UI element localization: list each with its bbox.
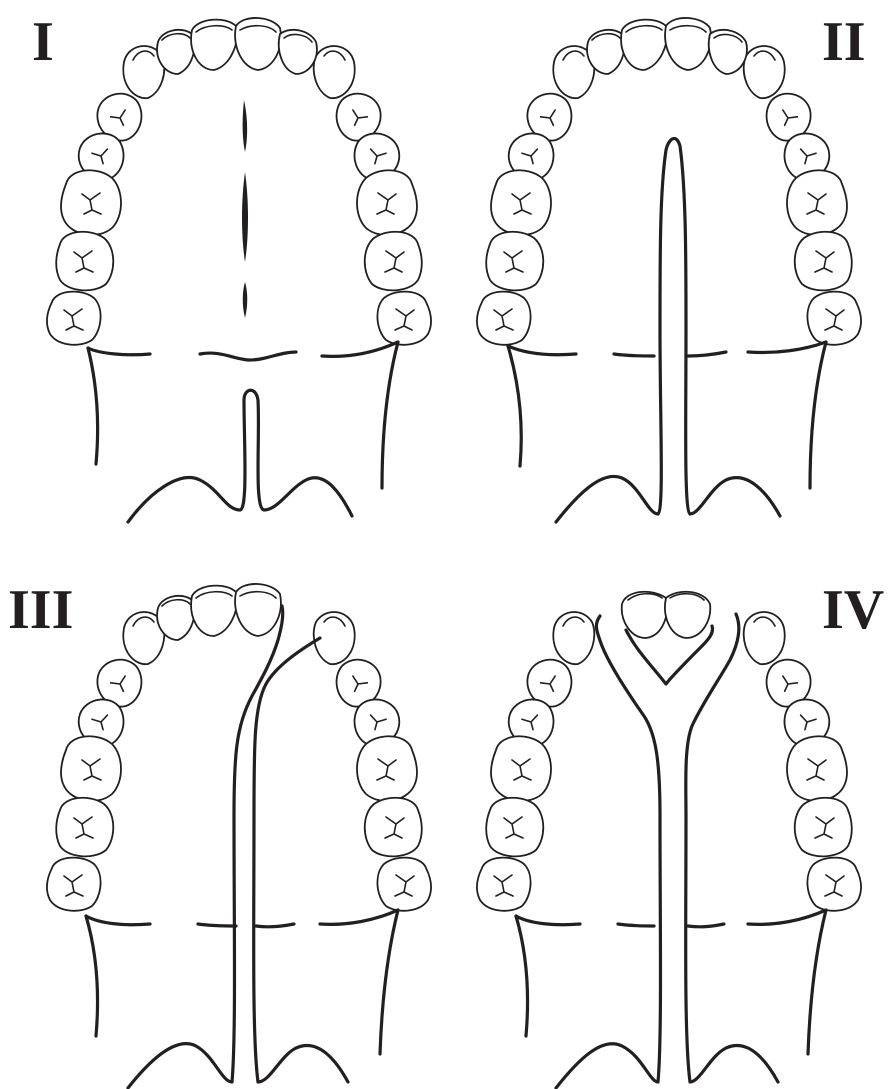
incisors-i — [157, 18, 317, 74]
panel-i: I — [32, 11, 431, 522]
soft-palate-line-ii-right — [748, 342, 826, 353]
dental-arch-iii — [47, 584, 431, 911]
premaxilla-incisors-iv — [622, 592, 711, 638]
panel-label-i: I — [32, 11, 54, 73]
dental-arch-i — [47, 18, 431, 345]
pharynx-left-wall-i — [88, 348, 98, 464]
panel-iv: IV — [477, 579, 884, 1088]
soft-palate-line-ii-mid-r — [688, 352, 726, 356]
incisors-iii — [157, 584, 281, 640]
dental-arch-ii — [477, 18, 861, 345]
dental-arch-iv — [477, 592, 861, 911]
palatal-midline-marks-i — [242, 100, 248, 318]
uvula-cleft-i — [128, 390, 352, 522]
cleft-ii — [556, 138, 780, 522]
soft-palate-line-ii-left — [508, 346, 576, 355]
panel-label-ii: II — [822, 11, 866, 73]
soft-palate-line-ii-mid — [614, 354, 654, 356]
pharynx-right-wall-i — [382, 342, 398, 488]
soft-palate-line-i — [88, 342, 398, 360]
cleft-iii — [128, 606, 283, 1088]
panel-iii: III — [8, 579, 431, 1088]
incisors-ii — [587, 18, 747, 74]
panel-ii: II — [477, 11, 866, 522]
panel-label-iii: III — [8, 579, 73, 641]
panel-label-iv: IV — [822, 579, 884, 641]
